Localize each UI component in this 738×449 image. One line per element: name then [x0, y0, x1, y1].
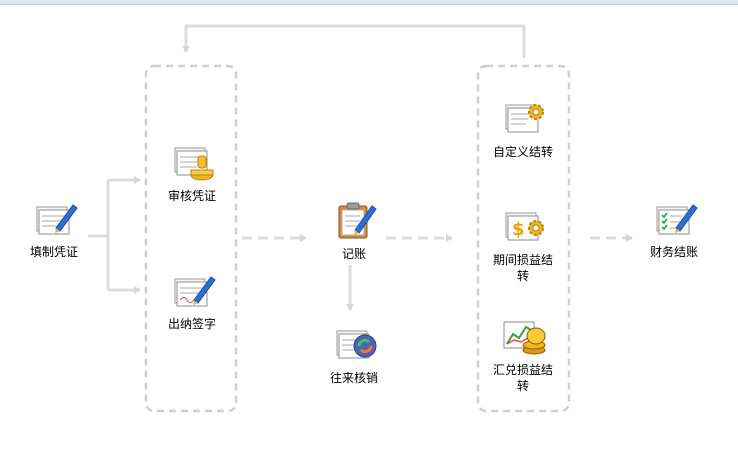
node-write-off[interactable]: 往来核销	[322, 322, 386, 386]
transfer-group-box	[476, 64, 571, 413]
checklist-pen-icon	[656, 204, 698, 235]
voucher-gear-icon	[505, 104, 544, 133]
node-post-ledger-label: 记账	[341, 247, 366, 261]
dollar-gear-icon: $	[505, 212, 544, 241]
node-period-pl-transfer[interactable]: $ 期间损益结转	[491, 204, 555, 284]
node-fx-pl-transfer[interactable]: 汇兑损益结转	[491, 314, 555, 394]
node-period-pl-transfer-label: 期间损益结转	[492, 253, 553, 283]
node-custom-transfer-label: 自定义结转	[492, 145, 553, 159]
voucher-cycle-icon	[336, 330, 377, 359]
voucher-sign-icon	[174, 276, 216, 307]
voucher-stamp-icon	[174, 147, 214, 181]
node-audit-voucher[interactable]: 审核凭证	[160, 140, 224, 204]
node-audit-voucher-label: 审核凭证	[167, 189, 216, 203]
voucher-pen-icon	[36, 204, 78, 235]
node-cashier-sign-label: 出纳签字	[167, 317, 216, 331]
node-cashier-sign[interactable]: 出纳签字	[160, 268, 224, 332]
split-connector	[88, 180, 110, 290]
node-custom-transfer[interactable]: 自定义结转	[485, 96, 561, 160]
node-close-books[interactable]: 财务结账	[642, 196, 706, 260]
chart-coins-icon	[503, 321, 546, 355]
node-write-off-label: 往来核销	[329, 371, 378, 385]
window-top-border	[0, 0, 738, 5]
node-close-books-label: 财务结账	[649, 245, 698, 259]
node-fx-pl-transfer-label: 汇兑损益结转	[492, 363, 553, 393]
node-post-ledger[interactable]: 记账	[322, 198, 386, 262]
node-fill-voucher-label: 填制凭证	[29, 245, 78, 259]
review-group-box	[144, 64, 238, 413]
clipboard-pen-icon	[338, 202, 377, 239]
node-fill-voucher[interactable]: 填制凭证	[22, 196, 86, 260]
loopback-connector	[182, 24, 526, 58]
svg-text:$: $	[512, 219, 525, 240]
